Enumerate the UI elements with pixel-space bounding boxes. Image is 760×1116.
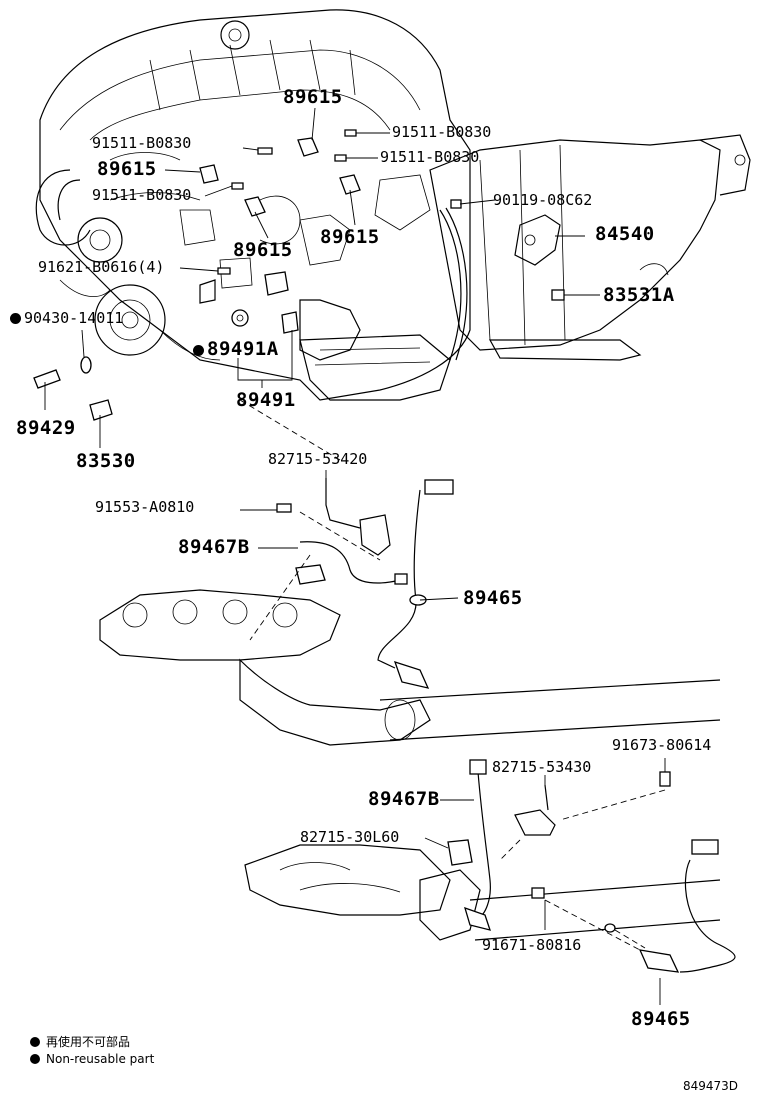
- non-reusable-dot-icon: [30, 1037, 40, 1047]
- label-82715-53420: 82715-53420: [268, 450, 368, 468]
- label-89615-mid: 89615: [233, 239, 293, 261]
- label-89467b-lower: 89467B: [368, 788, 440, 810]
- label-91553-a0810: 91553-A0810: [95, 498, 195, 516]
- label-83531a: 83531A: [603, 284, 675, 306]
- legend-en: Non-reusable part: [30, 1052, 154, 1066]
- label-84540: 84540: [595, 223, 655, 245]
- upper-exhaust-leader-lines: [240, 470, 459, 601]
- label-91621-b0616: 91621-B0616(4): [38, 258, 165, 276]
- drawing-number: 849473D: [683, 1079, 739, 1093]
- label-89465-lower: 89465: [631, 1008, 691, 1030]
- label-89467b-upper: 89467B: [178, 536, 250, 558]
- label-89615-top: 89615: [283, 86, 343, 108]
- label-91511-b0830-a: 91511-B0830: [92, 134, 192, 152]
- label-89491a: 89491A: [193, 340, 279, 359]
- label-83530: 83530: [76, 450, 136, 472]
- label-91511-b0830-d: 91511-B0830: [92, 186, 192, 204]
- legend-jp: 再使用不可部品: [30, 1033, 130, 1050]
- label-89465-upper: 89465: [463, 587, 523, 609]
- label-89615-left: 89615: [97, 158, 157, 180]
- label-89491: 89491: [236, 389, 296, 411]
- label-82715-53430: 82715-53430: [492, 758, 592, 776]
- label-91671-80816: 91671-80816: [482, 936, 582, 954]
- label-90430-14011: 90430-14011: [10, 311, 123, 326]
- label-91511-b0830-c: 91511-B0830: [380, 148, 480, 166]
- legend-en-text: Non-reusable part: [46, 1052, 155, 1066]
- engine-assembly-drawing: [33, 9, 751, 421]
- label-91673-80614: 91673-80614: [612, 736, 712, 754]
- label-89491a-text: 89491A: [207, 338, 279, 360]
- lower-exhaust-leader-lines: [424, 758, 666, 1005]
- legend-jp-text: 再使用不可部品: [46, 1035, 131, 1049]
- label-82715-30l60: 82715-30L60: [300, 828, 400, 846]
- label-90430-14011-text: 90430-14011: [24, 309, 124, 327]
- non-reusable-dot-icon: [10, 313, 21, 324]
- label-91511-b0830-b: 91511-B0830: [392, 123, 492, 141]
- non-reusable-dot-icon: [30, 1054, 40, 1064]
- engine-leader-lines: [44, 107, 600, 448]
- lower-exhaust-drawing: [244, 759, 736, 973]
- upper-exhaust-drawing: [99, 399, 721, 746]
- label-89429: 89429: [16, 417, 76, 439]
- label-90119-08c62: 90119-08C62: [493, 191, 593, 209]
- label-89615-right: 89615: [320, 226, 380, 248]
- non-reusable-dot-icon: [193, 345, 204, 356]
